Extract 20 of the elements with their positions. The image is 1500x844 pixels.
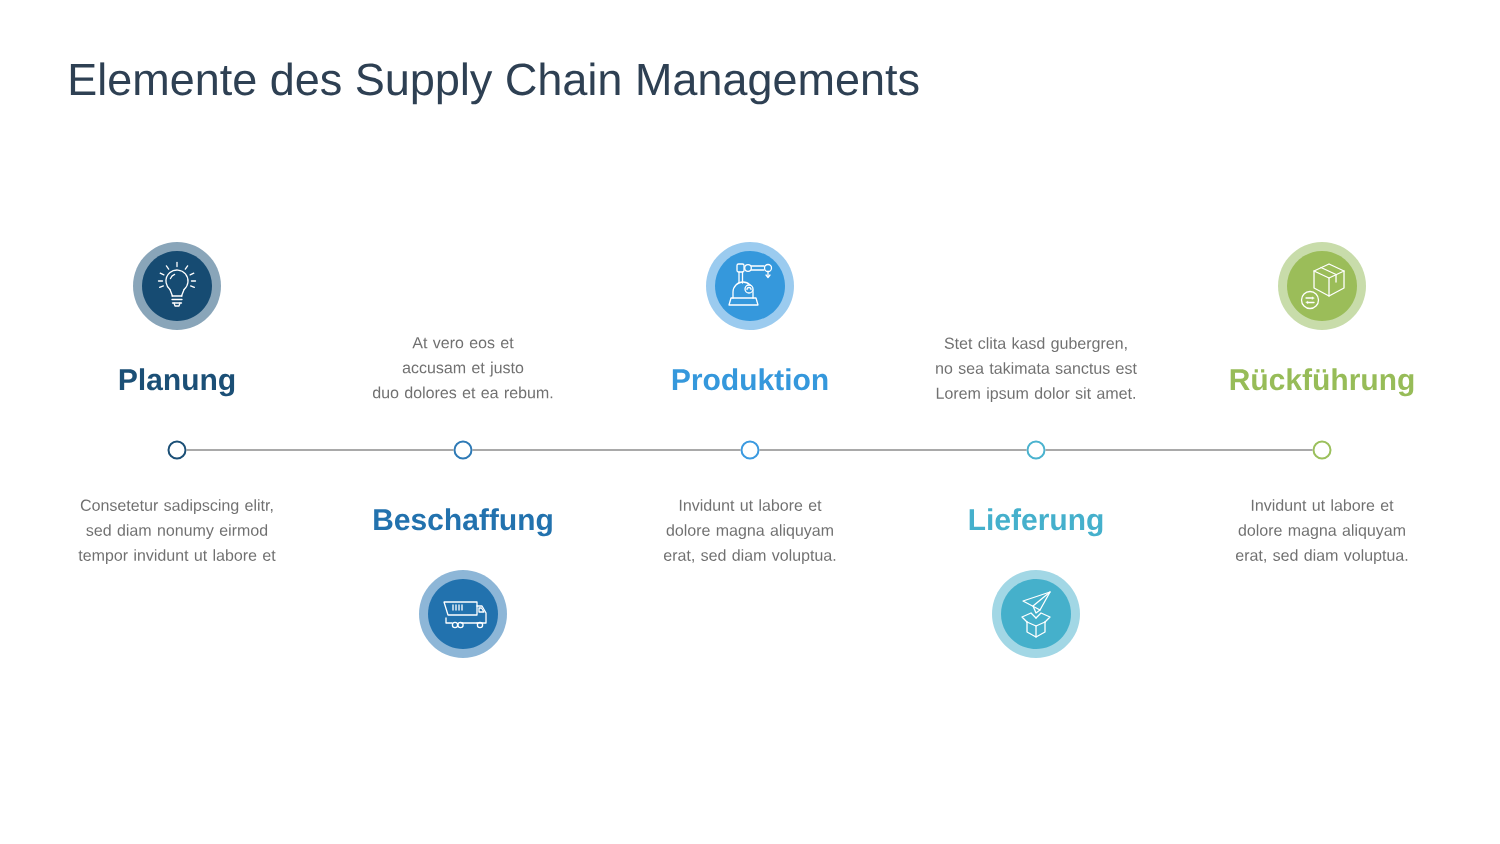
stage-heading: Lieferung [969, 508, 1103, 537]
stage-heading: Produktion [672, 368, 828, 391]
description-text: Invidunt ut labore et dolore magna aliquyam erat, sed diam voluptua. [1235, 499, 1408, 565]
description-text: Consetetur sadipscing elitr, sed diam nonumy eirmod tempor invidunt ut labore et [78, 499, 276, 565]
description-text: Invidunt ut labore et dolore magna aliquyam erat, sed diam voluptua. [663, 499, 836, 565]
stage-heading: Beschaffung [374, 508, 552, 537]
timeline-line [185, 449, 455, 451]
timeline-dot [1026, 440, 1046, 460]
timeline-line [471, 449, 742, 451]
timeline-dot [1312, 440, 1332, 460]
timeline-dot [453, 440, 473, 460]
timeline-dot [167, 440, 187, 460]
timeline-dot [740, 440, 760, 460]
description-text: At vero eos et accusam et justo duo dolores et ea rebum. [372, 337, 553, 399]
timeline-line [1044, 449, 1314, 451]
stage-heading: Rückführung [1230, 368, 1414, 397]
title: Elemente des Supply Chain Managements [70, 62, 919, 105]
timeline-line [758, 449, 1028, 451]
stage-heading: Planung [119, 368, 235, 397]
description-text: Stet clita kasd gubergren, no sea takimata sanctus est Lorem ipsum dolor sit amet. [936, 337, 1137, 403]
